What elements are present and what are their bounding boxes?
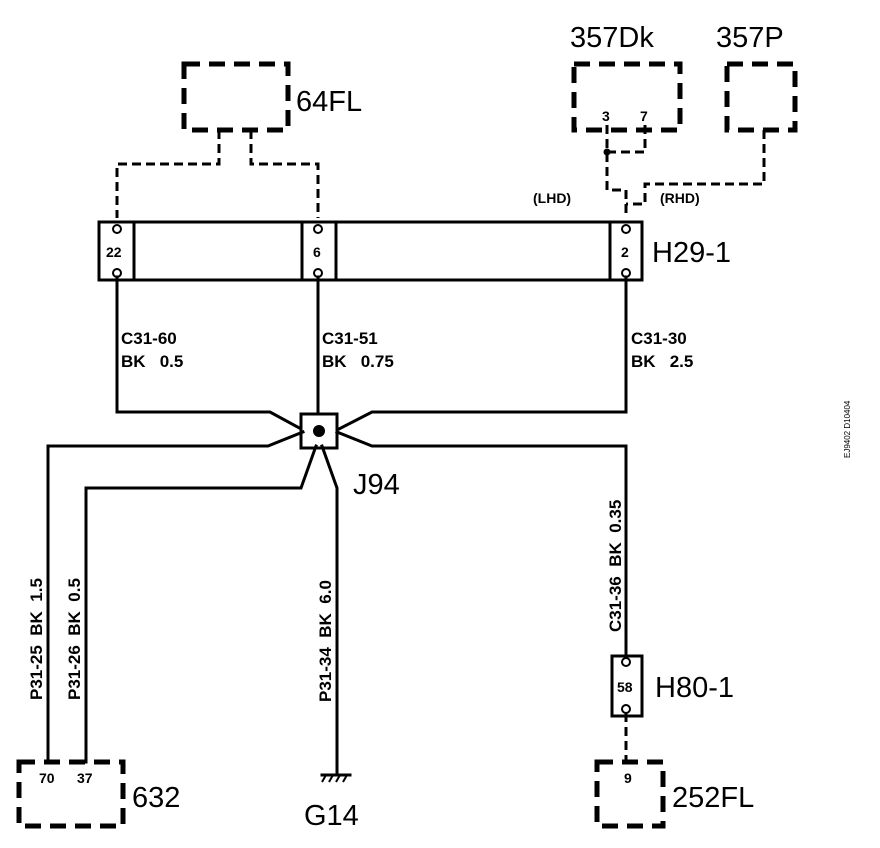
- wire-p31-26-label: P31-26 BK 0.5: [65, 578, 84, 700]
- pin-632-70: 70: [39, 770, 55, 786]
- pin-h29-2: 2: [621, 244, 629, 260]
- component-357p-box: [724, 61, 798, 133]
- pin-h29-22: 22: [106, 244, 122, 260]
- connector-h29-label: H29-1: [652, 237, 731, 269]
- wire-p31-34: [320, 444, 339, 776]
- connector-h80-label: H80-1: [655, 672, 734, 704]
- splice-j94-label: J94: [353, 469, 400, 501]
- dashed-wire-64fl-left: [115, 130, 221, 218]
- dashed-wire-357dk-pin3: [605, 125, 628, 218]
- component-632-label: 632: [132, 782, 180, 814]
- component-357p-label: 357P: [716, 22, 784, 54]
- dashed-wire-357dk-pin7: [607, 125, 647, 154]
- wire-c31-60-spec: BK 0.5: [121, 352, 183, 371]
- wire-c31-60-id: C31-60: [121, 329, 177, 348]
- wire-c31-36: [335, 430, 628, 660]
- wire-p31-34-label: P31-34 BK 6.0: [316, 580, 335, 702]
- wire-c31-51-id: C31-51: [322, 329, 378, 348]
- variant-lhd-label: (LHD): [533, 190, 571, 206]
- component-252fl-box: [594, 759, 666, 829]
- wire-c31-60: [115, 275, 306, 433]
- wire-c31-36-label: C31-36 BK 0.35: [606, 500, 625, 632]
- ground-g14-label: G14: [304, 800, 359, 832]
- wire-c31-30-id: C31-30: [631, 329, 687, 348]
- ground-symbol: [320, 773, 352, 783]
- connector-h29-strip: [97, 220, 644, 282]
- dashed-wire-357p: [626, 130, 766, 206]
- pin-357dk-3: 3: [602, 108, 610, 124]
- component-357dk-box: [571, 61, 683, 133]
- dashed-wire-64fl-right: [249, 130, 320, 218]
- component-252fl-label: 252FL: [672, 782, 754, 814]
- wire-p31-25: [46, 430, 305, 764]
- wire-p31-26: [84, 444, 318, 764]
- component-64fl-box: [181, 61, 291, 133]
- pin-h80-58: 58: [617, 679, 633, 695]
- side-code: EJ9402 D10404: [843, 400, 852, 458]
- component-64fl-label: 64FL: [296, 86, 362, 118]
- splice-j94-dot: [313, 425, 325, 437]
- pin-632-37: 37: [77, 770, 93, 786]
- pin-252fl-9: 9: [624, 770, 632, 786]
- wire-c31-51-spec: BK 0.75: [322, 352, 394, 371]
- component-632-box: [16, 759, 126, 829]
- wire-p31-25-label: P31-25 BK 1.5: [27, 578, 46, 700]
- pin-357dk-7: 7: [640, 108, 648, 124]
- splice-dot-357dk: [603, 148, 611, 156]
- wire-c31-30-spec: BK 2.5: [631, 352, 693, 371]
- pin-h29-6: 6: [313, 244, 321, 260]
- variant-rhd-label: (RHD): [660, 190, 700, 206]
- wire-c31-30: [334, 275, 628, 433]
- component-357dk-label: 357Dk: [570, 22, 654, 54]
